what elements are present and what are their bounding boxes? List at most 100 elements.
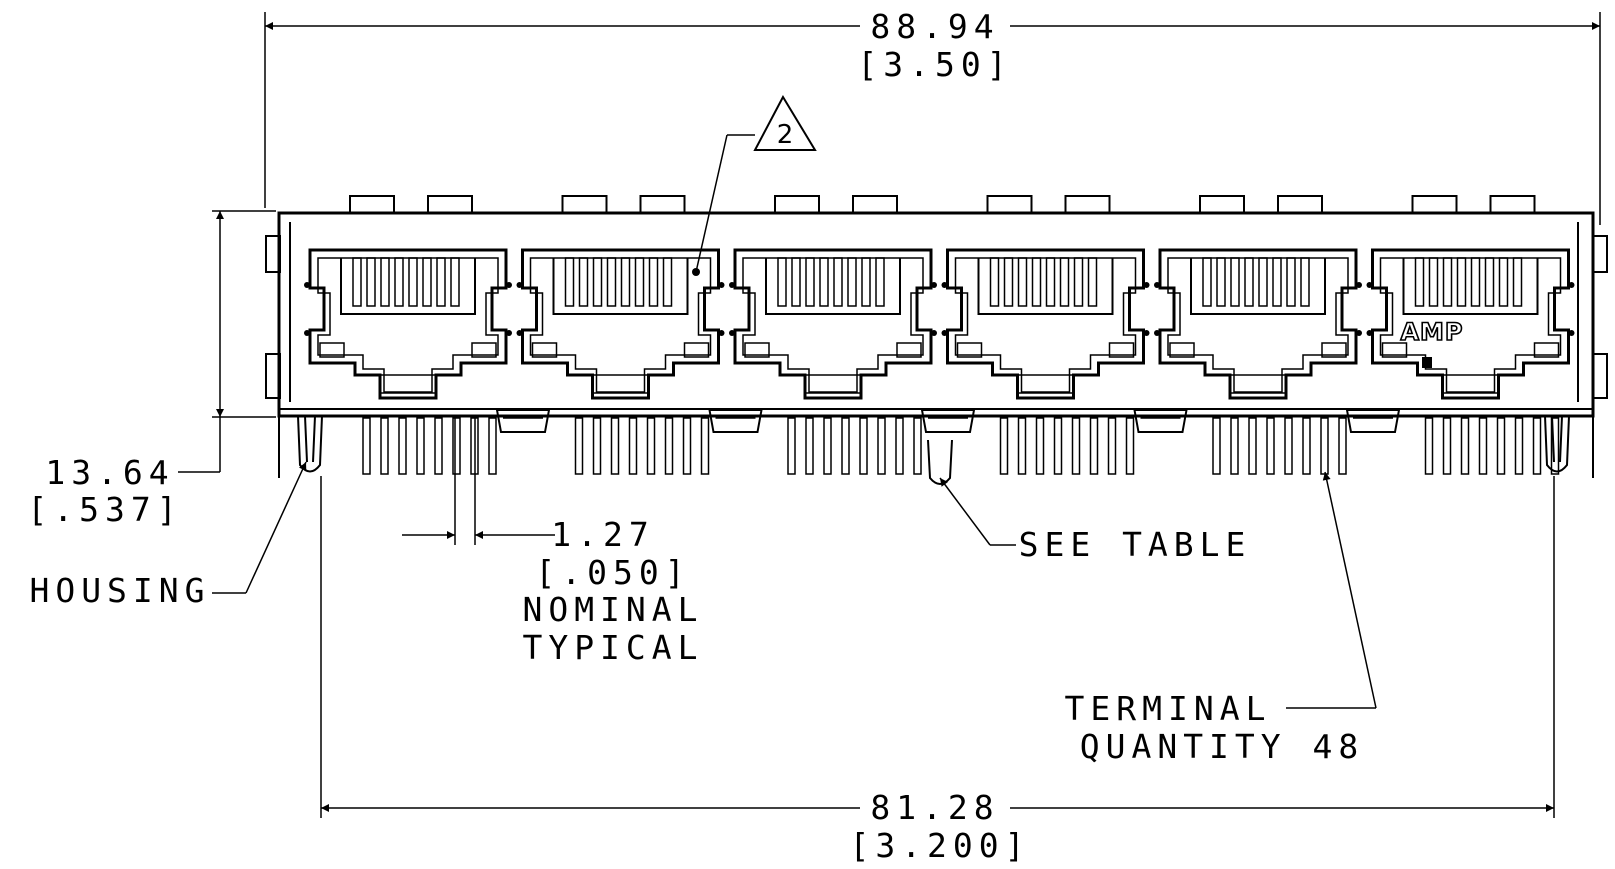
board-latch-body: [1133, 409, 1188, 433]
side-pad: [729, 330, 735, 336]
contact-finger: [875, 257, 885, 307]
see-table-label: SEE TABLE: [1019, 525, 1252, 564]
board-latch: [920, 409, 976, 433]
terminal-pin: [1302, 417, 1311, 475]
side-pad: [931, 282, 937, 288]
terminal-pin: [1053, 417, 1063, 475]
tab-body: [1064, 195, 1111, 214]
contact-finger: [1059, 257, 1070, 307]
terminal-pin: [574, 417, 584, 475]
terminal-pin: [1035, 417, 1045, 475]
latch-window: [1441, 374, 1500, 394]
finger-comb: [977, 258, 1114, 315]
overall-width-inch: [3.50]: [857, 45, 1012, 84]
port-inner-outline: [317, 257, 499, 393]
terminal-pin: [1478, 417, 1488, 475]
side-pad: [729, 282, 735, 288]
contact-finger: [1045, 257, 1056, 307]
contact-finger: [578, 257, 589, 307]
latch-window: [1016, 374, 1075, 394]
terminal-pin: [646, 417, 656, 475]
contact-finger: [777, 257, 787, 307]
port-inner-outline: [954, 257, 1137, 393]
contact-finger: [1031, 257, 1042, 307]
tab-body: [427, 195, 473, 214]
led-tab: [1059, 195, 1116, 214]
contact-finger: [648, 257, 659, 307]
tab-body: [1199, 195, 1245, 214]
port-outline: [946, 248, 1145, 400]
contact-finger: [805, 257, 815, 307]
side-pad: [1366, 330, 1373, 336]
contact-finger: [1003, 257, 1014, 307]
contact-finger: [564, 257, 575, 307]
rj45-port: [1154, 248, 1362, 400]
terminal-pins: [362, 409, 1560, 475]
latch-window: [591, 374, 650, 394]
terminal-pin: [628, 417, 638, 475]
note-flag-number: 2: [777, 120, 794, 150]
terminal-pin-group: [1424, 417, 1560, 475]
contact-finger: [450, 257, 460, 307]
post-spacing-mm: 81.28: [870, 788, 999, 827]
board-posts: [278, 415, 1594, 478]
finger-comb: [340, 258, 476, 315]
port-inner-outline: [1379, 257, 1562, 393]
pitch-note-nominal: NOMINAL: [522, 590, 703, 629]
terminal-pin: [1230, 417, 1239, 475]
terminal-pin: [1248, 417, 1257, 475]
tab-body: [852, 195, 898, 214]
contact-finger: [1073, 257, 1084, 307]
terminal-pin-group: [574, 417, 710, 475]
finger-comb: [765, 258, 901, 315]
terminal-pin: [452, 417, 461, 475]
terminal-pin: [1338, 417, 1347, 475]
tab-body: [1411, 195, 1458, 214]
side-pad: [1356, 282, 1362, 288]
board-latch-body: [1345, 409, 1401, 433]
led-window: [1321, 342, 1347, 358]
terminal-pin: [1320, 417, 1329, 475]
terminal-pin: [416, 417, 425, 475]
contact-finger: [1017, 257, 1028, 307]
terminal-pin: [1071, 417, 1081, 475]
led-tab: [1406, 195, 1463, 214]
latch-window: [379, 374, 437, 394]
contact-finger: [366, 257, 376, 307]
latch-window: [1229, 374, 1287, 394]
contact-finger: [1456, 257, 1467, 307]
terminal-pin: [1284, 417, 1293, 475]
contact-finger: [791, 257, 801, 307]
port-outline: [733, 248, 933, 400]
side-pad: [304, 330, 310, 336]
terminal-pin: [488, 417, 497, 475]
terminal-pin-group: [999, 417, 1135, 475]
side-pad: [506, 282, 512, 288]
rj45-port: [516, 248, 725, 400]
board-latch-body: [495, 409, 551, 433]
led-window: [471, 342, 497, 358]
contact-finger: [861, 257, 871, 307]
terminal-pin: [1107, 417, 1117, 475]
terminal-pin: [1212, 417, 1221, 475]
post-spacing-dimension: 81.28 [3.200]: [320, 476, 1555, 865]
tab-body: [986, 195, 1033, 214]
contact-finger: [394, 257, 404, 307]
port-outline: [308, 248, 508, 400]
led-window: [1108, 342, 1135, 358]
led-window: [1381, 342, 1408, 358]
led-tab: [634, 195, 691, 214]
terminal-pin: [841, 417, 850, 475]
contact-finger: [1216, 257, 1226, 307]
side-pad: [1366, 282, 1373, 288]
led-tab: [1194, 195, 1250, 214]
terminal-pin: [1532, 417, 1542, 475]
terminal-pin-group: [1212, 417, 1347, 475]
side-pad: [1154, 282, 1160, 288]
terminal-pin: [1266, 417, 1275, 475]
led-tab: [1272, 195, 1328, 214]
contact-finger: [1258, 257, 1268, 307]
led-window: [683, 342, 710, 358]
terminal-pin: [362, 417, 371, 475]
pitch-mm: 1.27: [551, 515, 654, 554]
